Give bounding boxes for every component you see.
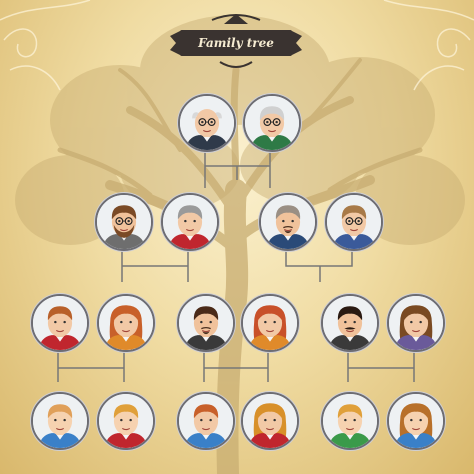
- title-banner: Family tree: [168, 12, 304, 74]
- son-avatar-icon: [31, 294, 89, 352]
- teen-girl-avatar-icon: [177, 392, 235, 450]
- boy-avatar-icon: [321, 392, 379, 450]
- girl-avatar-icon: [97, 392, 155, 450]
- connector-parents-right: [285, 250, 353, 282]
- father-in-law-avatar-icon: [259, 193, 317, 251]
- mother-avatar-icon: [161, 193, 219, 251]
- brother-in-law-avatar-icon: [321, 294, 379, 352]
- young-woman-avatar-icon: [241, 392, 299, 450]
- connector-grandparents: [204, 148, 271, 188]
- young-girl-avatar-icon: [387, 392, 445, 450]
- father-avatar-icon: [95, 193, 153, 251]
- connector-gen3-middle: [203, 352, 269, 382]
- husband-avatar-icon: [177, 294, 235, 352]
- connector-gen3-left: [57, 352, 125, 382]
- banner-title: Family tree: [198, 36, 274, 50]
- baby-boy-avatar-icon: [31, 392, 89, 450]
- grandmother-avatar-icon: [243, 94, 301, 152]
- grandfather-avatar-icon: [178, 94, 236, 152]
- wife-avatar-icon: [241, 294, 299, 352]
- sister-in-law-avatar-icon: [387, 294, 445, 352]
- mother-in-law-avatar-icon: [325, 193, 383, 251]
- daughter-avatar-icon: [97, 294, 155, 352]
- connector-gen3-right: [347, 352, 415, 382]
- connector-parents-left: [121, 250, 189, 282]
